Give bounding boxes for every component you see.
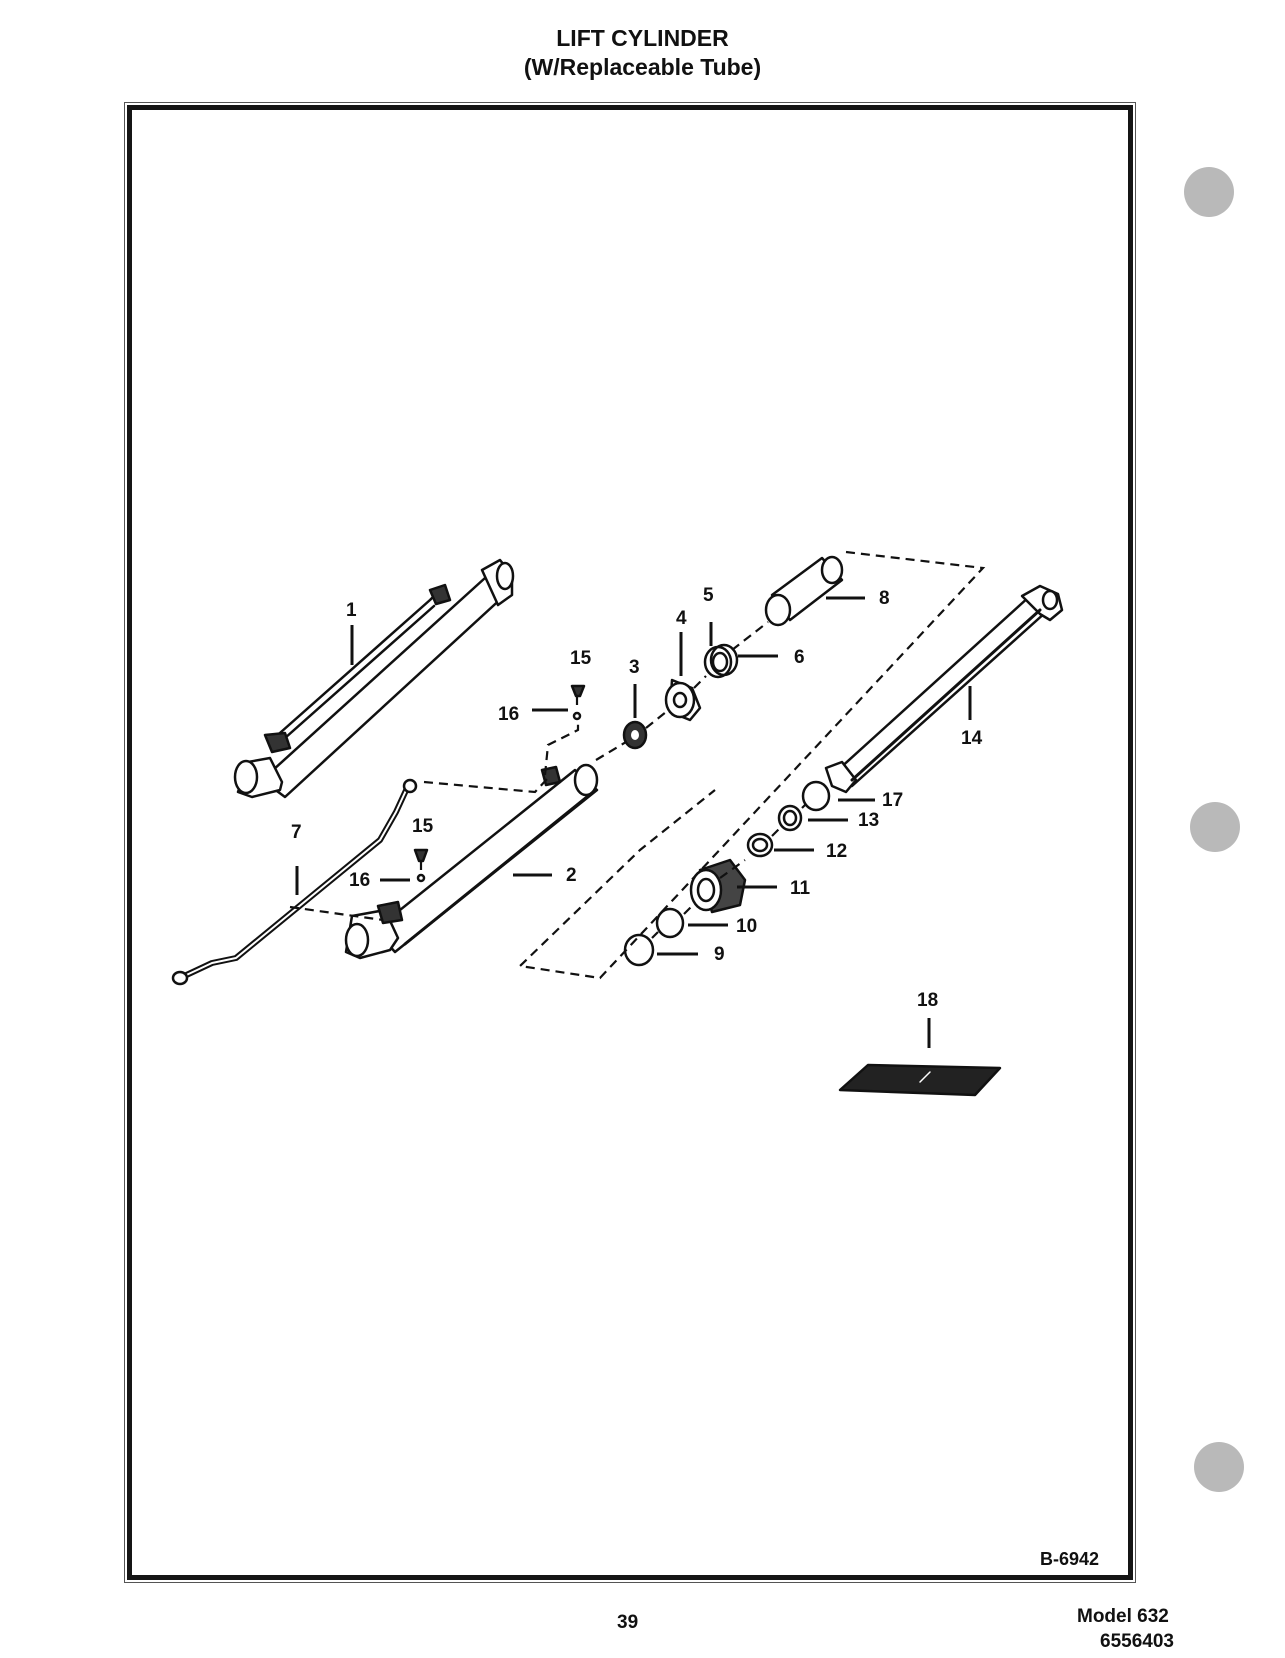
callout-2: 2: [566, 865, 577, 886]
part-4-piston: [664, 678, 702, 722]
part-18-seal-kit: [838, 1063, 1002, 1097]
page-number: 39: [617, 1612, 639, 1633]
callout-10: 10: [736, 916, 757, 937]
callout-17: 17: [882, 790, 903, 811]
figure-code: B-6942: [1040, 1549, 1100, 1569]
model-label: Model 632: [1077, 1606, 1169, 1627]
callout-16-lower: 16: [349, 870, 370, 891]
part-9-o-ring: [623, 933, 655, 967]
binder-hole-bottom: [1194, 1442, 1244, 1492]
page-title: LIFT CYLINDER: [556, 25, 729, 51]
part-16-washer-lower: [416, 873, 426, 883]
callout-6: 6: [794, 647, 805, 668]
part-7-tube: [171, 778, 418, 986]
figure-frame: [127, 105, 1133, 1580]
part-16-washer-upper: [572, 711, 582, 721]
document-number: 6556403: [1100, 1631, 1174, 1647]
part-15-grease-fitting-upper: [570, 684, 586, 698]
callout-15-lower: 15: [412, 816, 434, 837]
page-subtitle: (W/Replaceable Tube): [523, 54, 762, 80]
callout-1: 1: [346, 600, 357, 621]
callout-9: 9: [714, 944, 725, 965]
callout-15-upper: 15: [570, 648, 592, 669]
callout-8: 8: [879, 588, 890, 609]
part-2-cylinder-barrel: [344, 763, 599, 960]
callout-14: 14: [961, 728, 983, 749]
part-1-cylinder-assembly: [233, 558, 515, 799]
callout-5: 5: [703, 585, 714, 606]
callout-18: 18: [917, 990, 938, 1011]
callout-3: 3: [629, 657, 640, 678]
part-17-o-ring: [801, 780, 831, 812]
part-8-tube-guide: [764, 555, 844, 627]
callout-4: 4: [676, 608, 687, 629]
part-11-gland: [689, 858, 747, 914]
callout-13: 13: [858, 810, 879, 831]
callout-12: 12: [826, 841, 847, 862]
callout-16-upper: 16: [498, 704, 519, 725]
callout-11: 11: [790, 878, 811, 899]
callout-7: 7: [291, 822, 302, 843]
figure-frame-outer: [124, 102, 1136, 1583]
binder-hole-middle: [1190, 802, 1240, 852]
binder-hole-top: [1184, 167, 1234, 217]
part-10-o-ring: [655, 907, 685, 939]
part-15-grease-fitting-lower: [413, 848, 429, 863]
part-14-rod: [824, 584, 1064, 794]
